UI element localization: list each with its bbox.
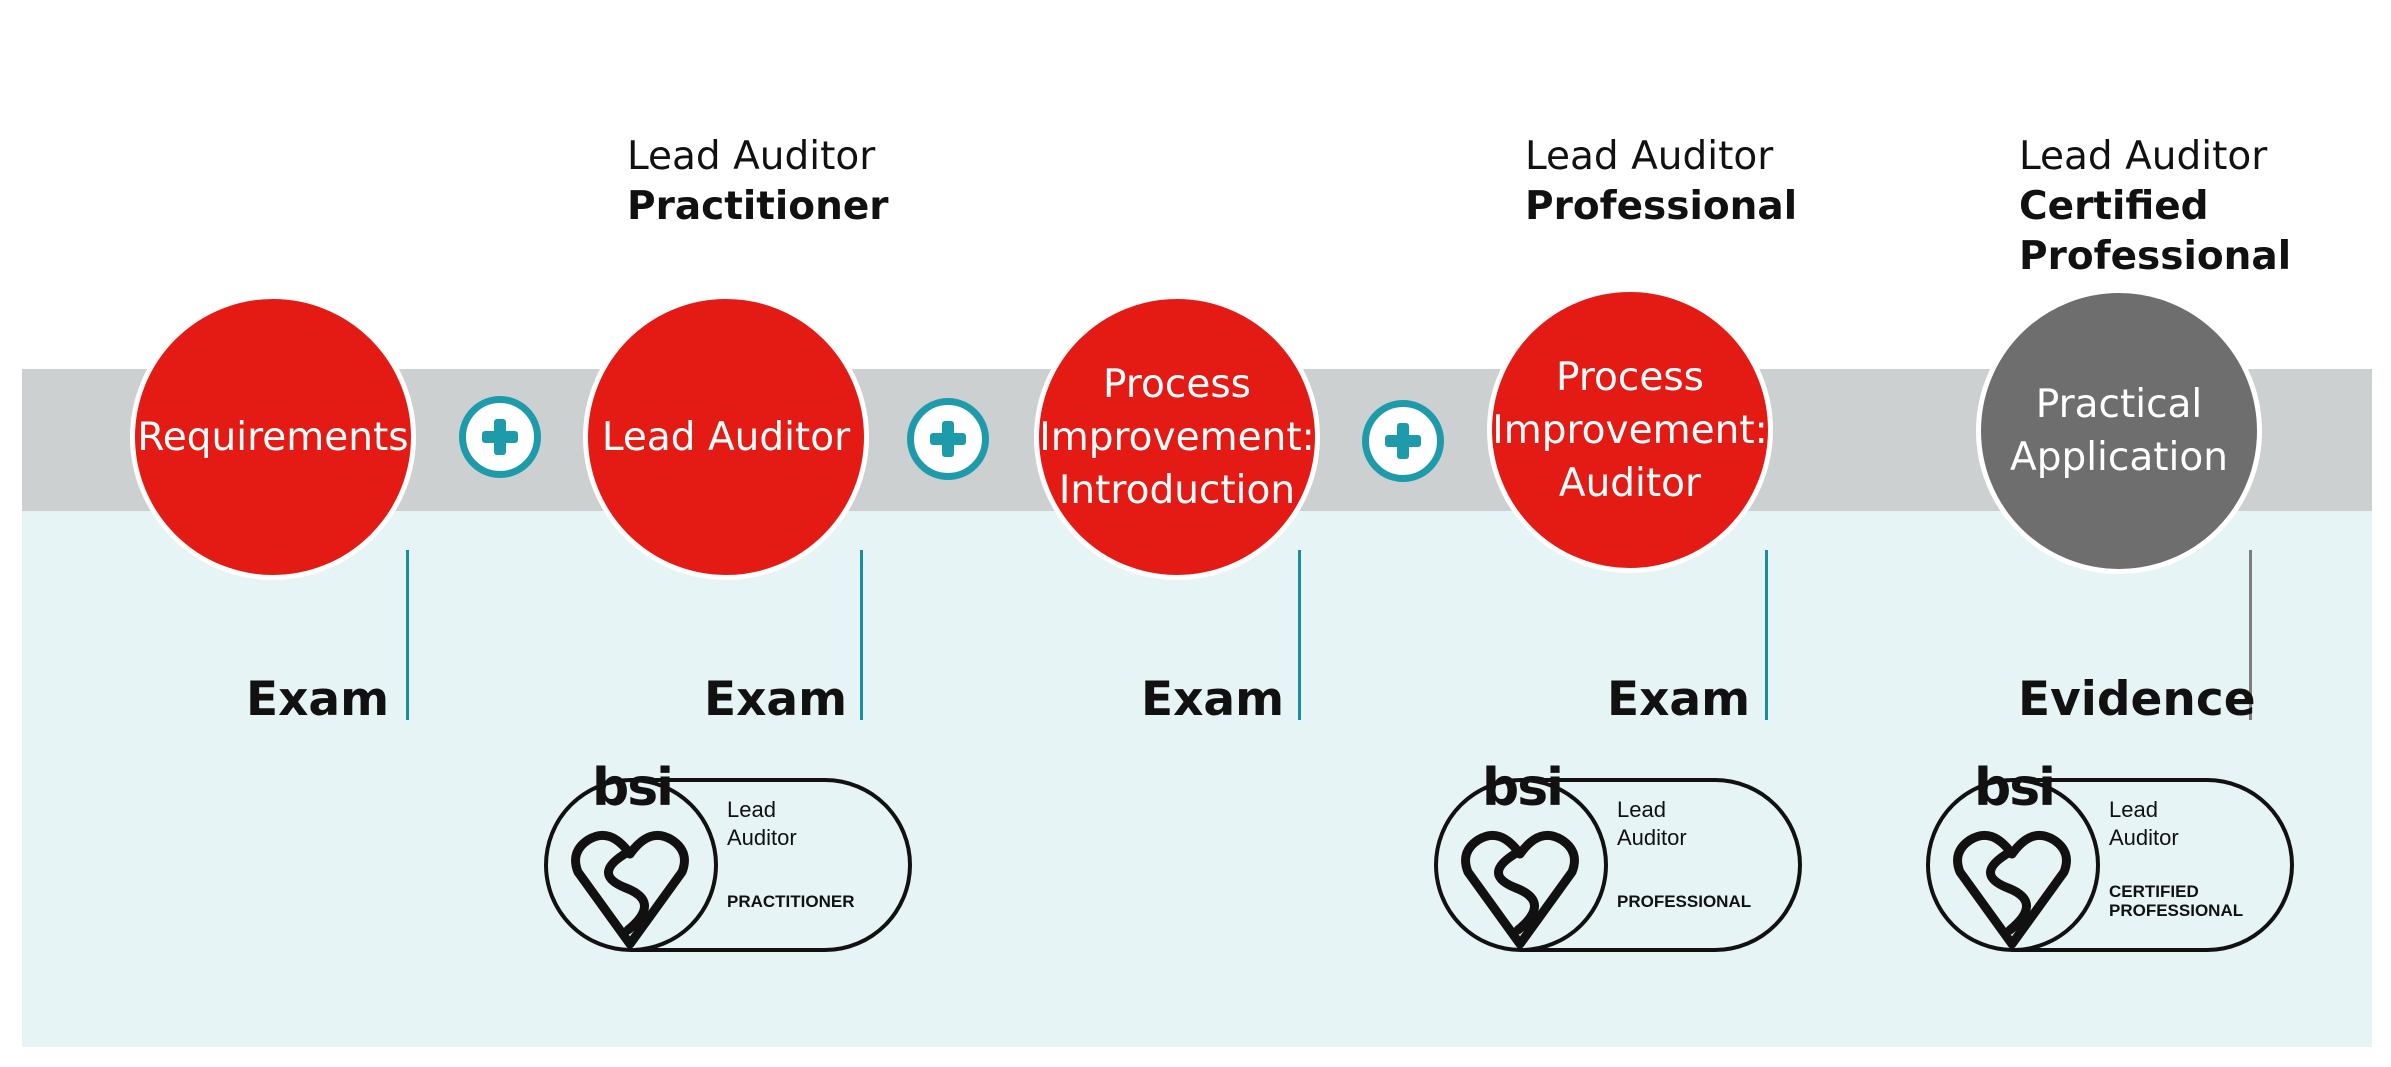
mark-outline [1522, 778, 1802, 952]
plus-icon [459, 396, 541, 478]
bsi-logo-text: bsi [1974, 758, 2056, 818]
bsi-kitemark-icon [1953, 830, 2071, 949]
mark-level: PROFESSIONAL [1617, 892, 1752, 911]
heading-light-text: Lead Auditor [2019, 134, 2268, 179]
divider-line [406, 550, 409, 720]
bsi-mark-professional: bsi Lead Auditor PROFESSIONAL [1432, 758, 1812, 964]
mark-outline [544, 778, 718, 952]
bsi-kitemark-icon [1461, 830, 1579, 949]
step-label-exam: Exam [246, 672, 390, 727]
heading-certified-professional: Lead Auditor Certified Professional [2019, 132, 2291, 282]
mark-level-line: CERTIFIED [2109, 882, 2199, 901]
divider-line [2249, 550, 2252, 720]
step-label-exam: Exam [704, 672, 848, 727]
mark-level-line: PROFESSIONAL [2109, 901, 2244, 920]
step-circle-lead-auditor: Lead Auditor [583, 294, 869, 580]
heading-professional: Lead Auditor Professional [1525, 132, 1797, 232]
mark-title: Lead Auditor [1617, 796, 1687, 852]
heading-light-text: Lead Auditor [1525, 134, 1774, 179]
bsi-mark-practitioner: bsi Lead Auditor PRACTITIONER [542, 758, 922, 964]
mark-line-auditor: Auditor [727, 825, 797, 850]
step-label-exam: Exam [1141, 672, 1285, 727]
plus-icon [907, 398, 989, 480]
divider-line [1765, 550, 1768, 720]
step-label-exam: Exam [1607, 672, 1751, 727]
heading-bold-text: Certified Professional [2019, 184, 2292, 279]
heading-light-text: Lead Auditor [627, 134, 876, 179]
mark-level: CERTIFIED PROFESSIONAL [2109, 882, 2243, 920]
mark-line-auditor: Auditor [2109, 825, 2179, 850]
light-teal-panel [22, 511, 2372, 1047]
mark-line-lead: Lead [1617, 797, 1666, 822]
divider-line [860, 550, 863, 720]
mark-outline [2014, 778, 2294, 952]
step-circle-practical-application: Practical Application [1976, 288, 2262, 574]
bsi-logo-text: bsi [592, 758, 674, 818]
divider-line [1298, 550, 1301, 720]
bsi-logo-text: bsi [1482, 758, 1564, 818]
mark-title: Lead Auditor [727, 796, 797, 852]
heading-bold-text: Practitioner [627, 184, 889, 229]
step-circle-process-improvement-introduction: Process Improvement: Introduction [1034, 294, 1320, 580]
bsi-kitemark-icon [571, 830, 689, 949]
mark-outline [632, 778, 912, 952]
mark-outline [1926, 778, 2100, 952]
mark-line-lead: Lead [727, 797, 776, 822]
mark-line-lead: Lead [2109, 797, 2158, 822]
mark-title: Lead Auditor [2109, 796, 2179, 852]
mark-line-auditor: Auditor [1617, 825, 1687, 850]
heading-bold-text: Professional [1525, 184, 1798, 229]
step-label-evidence: Evidence [2018, 672, 2256, 727]
heading-practitioner: Lead Auditor Practitioner [627, 132, 889, 232]
mark-level: PRACTITIONER [727, 892, 855, 911]
mark-outline [1434, 778, 1608, 952]
step-circle-requirements: Requirements [130, 294, 416, 580]
plus-icon [1362, 400, 1444, 482]
step-circle-process-improvement-auditor: Process Improvement: Auditor [1487, 287, 1773, 573]
bsi-mark-certified-professional: bsi Lead Auditor CERTIFIED PROFESSIONAL [1924, 758, 2304, 964]
